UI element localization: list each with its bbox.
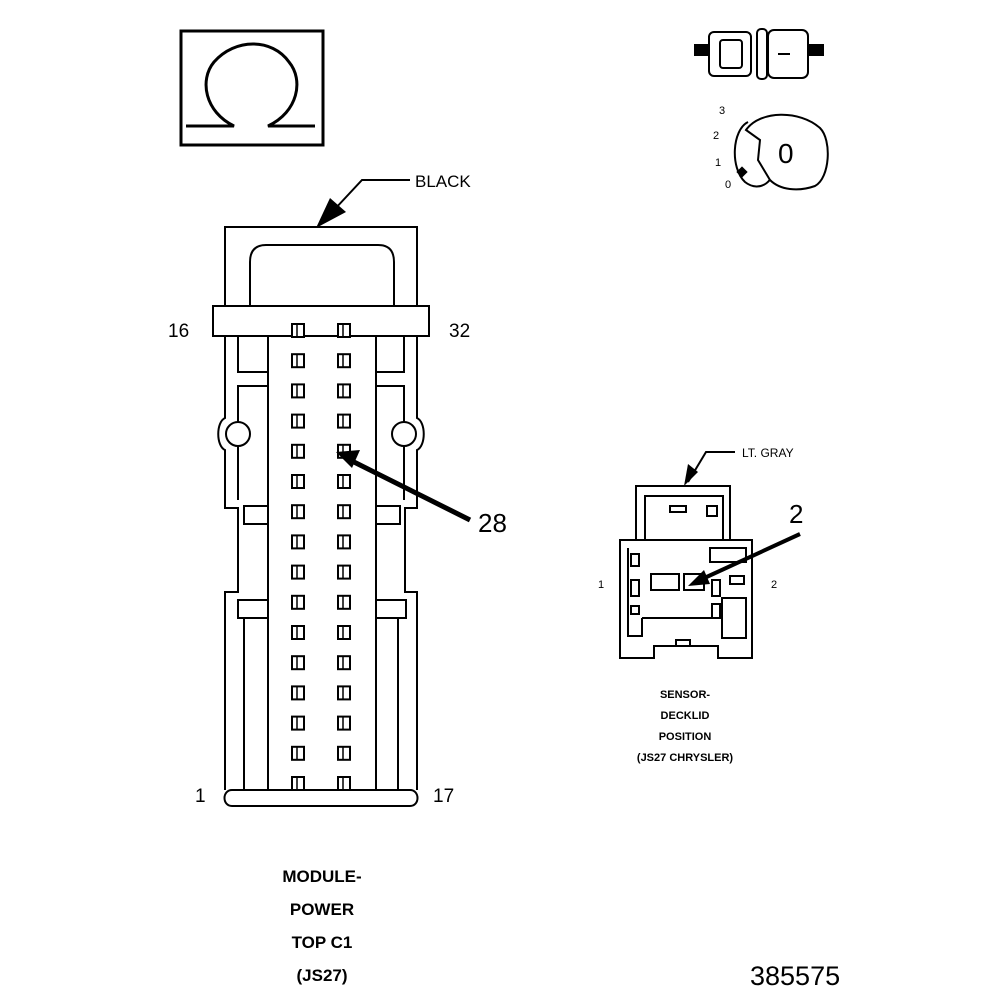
module-caption: MODULE- POWER TOP C1 (JS27) xyxy=(252,867,392,986)
key-position-2: 2 xyxy=(713,130,720,142)
pin-cavity xyxy=(337,323,351,338)
pin-cavity xyxy=(337,534,351,550)
pin-cavity xyxy=(337,564,351,580)
pin-cavity xyxy=(291,625,305,640)
pin-cavity xyxy=(291,323,305,338)
ohm-symbol-icon xyxy=(179,29,325,147)
pin-cavity xyxy=(337,625,351,640)
pin-cavity xyxy=(337,474,351,489)
ignition-key-icon xyxy=(733,113,829,191)
pin-callout-28: 28 xyxy=(478,508,507,538)
pin-cavity xyxy=(337,594,351,610)
key-position-1: 1 xyxy=(715,157,722,169)
latch-bump-left xyxy=(225,421,251,447)
pin-label-17: 17 xyxy=(433,786,455,807)
pin-cavity xyxy=(337,413,351,429)
pin-cavity xyxy=(337,715,351,731)
black-wire-color-label: BLACK xyxy=(415,172,471,191)
pin-cavity xyxy=(291,564,305,580)
module-caption-line-2: POWER xyxy=(289,900,355,919)
pin-label-16: 16 xyxy=(168,321,190,342)
module-caption-line-3: TOP C1 xyxy=(291,933,353,952)
module-caption-line-4: (JS27) xyxy=(296,966,348,985)
pin-cavity xyxy=(291,383,305,399)
pin-cavity xyxy=(337,655,351,671)
reference-number: 385575 xyxy=(750,961,841,991)
key-position-3: 3 xyxy=(719,105,726,117)
pin-cavity xyxy=(291,504,305,520)
pin-28-arrow xyxy=(336,450,472,523)
pin-callout-2: 2 xyxy=(789,499,804,529)
ignition-current-position: 0 xyxy=(778,138,794,169)
key-position-0: 0 xyxy=(725,179,732,191)
pin-cavity xyxy=(291,443,305,459)
pin-cavity xyxy=(291,715,305,731)
pin-label-32: 32 xyxy=(449,321,471,342)
lt-gray-wire-color-label: LT. GRAY xyxy=(742,446,794,460)
pin-cavity xyxy=(291,685,305,701)
pin-cavity xyxy=(291,474,305,489)
sensor-caption: SENSOR- DECKLID POSITION (JS27 CHRYSLER) xyxy=(610,689,760,764)
pin-cavity xyxy=(291,413,305,429)
module-caption-line-1: MODULE- xyxy=(282,867,362,886)
pin-2-arrow xyxy=(688,532,801,586)
pin-cavity xyxy=(337,353,351,369)
pin-cavity xyxy=(337,745,351,761)
pin-cavity xyxy=(337,504,351,520)
pin-cavity xyxy=(337,685,351,701)
black-leader xyxy=(316,179,410,228)
sensor-caption-line-1: SENSOR- xyxy=(659,689,711,701)
pin-cavity xyxy=(291,745,305,761)
sensor-pin-label-1: 1 xyxy=(598,579,605,591)
pin-cavity xyxy=(291,655,305,671)
sensor-caption-line-2: DECKLID xyxy=(660,710,710,722)
latch-bump-right xyxy=(391,421,417,447)
pin-cavity xyxy=(291,353,305,369)
pin-cavities xyxy=(291,323,351,791)
module-connector xyxy=(212,226,430,807)
lt-gray-leader xyxy=(684,451,735,486)
pin-cavity xyxy=(291,776,305,791)
sensor-pin-label-2: 2 xyxy=(771,579,778,591)
sensor-connector xyxy=(619,485,753,659)
pin-cavity xyxy=(337,383,351,399)
sensor-caption-line-3: POSITION xyxy=(658,731,712,743)
connector-mate-icon xyxy=(694,28,824,80)
pin-label-1: 1 xyxy=(195,786,206,807)
pin-cavity xyxy=(291,594,305,610)
pin-cavity xyxy=(291,534,305,550)
pin-cavity xyxy=(337,776,351,791)
sensor-caption-line-4: (JS27 CHRYSLER) xyxy=(636,752,734,764)
